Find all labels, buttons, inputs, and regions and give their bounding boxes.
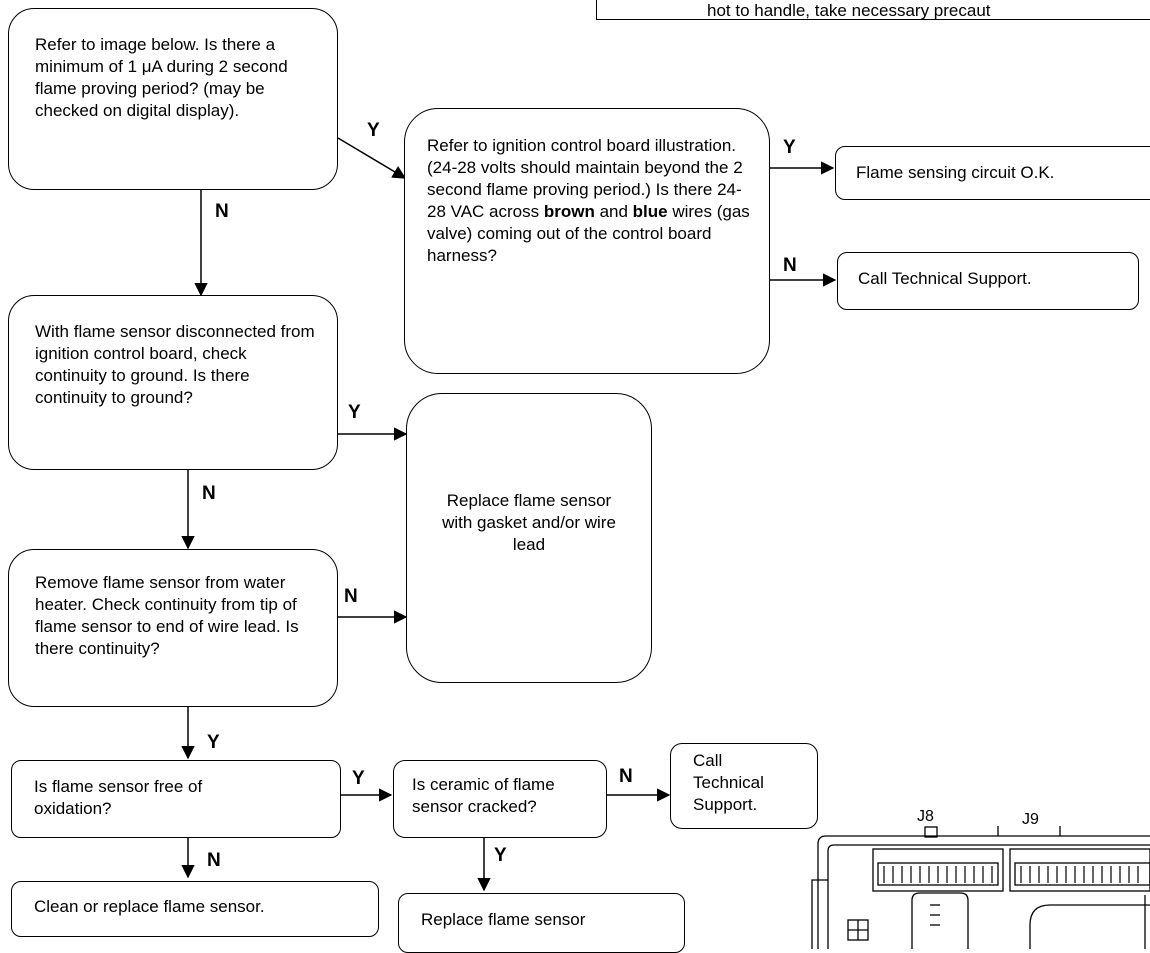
result-replace-sensor-gasket-text: Replace flame sensor with gasket and/or …	[442, 491, 616, 554]
decision-continuity-lead: Remove flame sensor from water heater. C…	[8, 549, 338, 707]
result-clean-replace: Clean or replace flame sensor.	[11, 881, 379, 937]
connector-j8-inner	[877, 862, 999, 886]
connector-j8	[872, 848, 1004, 892]
label-q5-no: N	[207, 850, 221, 871]
label-q6-no: N	[619, 766, 633, 787]
decision-continuity-ground: With flame sensor disconnected from igni…	[8, 295, 338, 470]
result-clean-replace-text: Clean or replace flame sensor.	[34, 897, 265, 916]
wire-color-brown: brown	[543, 202, 595, 221]
label-q6-yes: Y	[494, 845, 507, 866]
connector-label-j9: J9	[1022, 811, 1039, 828]
wire-color-blue: blue	[632, 202, 668, 221]
label-q3-no: N	[202, 483, 216, 504]
result-call-support-bottom: Call Technical Support.	[670, 743, 818, 829]
result-circuit-ok: Flame sensing circuit O.K.	[835, 146, 1150, 200]
result-call-support-top-text: Call Technical Support.	[858, 269, 1032, 288]
decision-oxidation-text: Is flame sensor free of oxidation?	[34, 777, 203, 818]
label-q4-yes: Y	[207, 732, 220, 753]
connector-j8-key	[924, 826, 938, 838]
board-left-tab	[811, 879, 828, 949]
connector-label-j8: J8	[917, 808, 934, 825]
arrow-q1-yes	[337, 137, 407, 179]
decision-gas-valve-voltage-text: Refer to ignition control board illustra…	[427, 136, 750, 265]
result-call-support-top: Call Technical Support.	[837, 252, 1139, 310]
label-q5-yes: Y	[352, 768, 365, 789]
result-replace-sensor-text: Replace flame sensor	[421, 910, 586, 929]
label-q1-yes: Y	[367, 120, 380, 141]
label-q2-no: N	[783, 255, 797, 276]
decision-continuity-lead-text: Remove flame sensor from water heater. C…	[35, 573, 299, 658]
connector-j9-inner	[1014, 862, 1150, 886]
decision-ceramic-cracked-text: Is ceramic of flame sensor cracked?	[412, 775, 555, 816]
connector-j9	[1009, 848, 1150, 892]
result-replace-sensor: Replace flame sensor	[398, 893, 685, 953]
board-slot	[911, 892, 969, 949]
board-outline	[817, 835, 1150, 949]
decision-gas-valve-voltage: Refer to ignition control board illustra…	[404, 108, 770, 374]
decision-ceramic-cracked: Is ceramic of flame sensor cracked?	[393, 760, 607, 838]
decision-continuity-ground-text: With flame sensor disconnected from igni…	[35, 322, 315, 407]
decision-oxidation: Is flame sensor free of oxidation?	[11, 760, 341, 838]
label-q3-yes: Y	[348, 402, 361, 423]
decision-minimum-current: Refer to image below. Is there a minimum…	[8, 8, 338, 190]
label-q2-yes: Y	[783, 137, 796, 158]
decision-minimum-current-text: Refer to image below. Is there a minimum…	[35, 35, 288, 120]
label-q4-no: N	[344, 586, 358, 607]
warning-note: hot to handle, take necessary precaut	[596, 0, 1150, 20]
board-inner-outline	[827, 844, 1150, 949]
warning-text: hot to handle, take necessary precaut	[707, 1, 991, 20]
result-call-support-bottom-text: Call Technical Support.	[693, 751, 764, 814]
result-replace-sensor-gasket: Replace flame sensor with gasket and/or …	[406, 393, 652, 683]
label-q1-no: N	[215, 201, 229, 222]
result-circuit-ok-text: Flame sensing circuit O.K.	[856, 163, 1055, 182]
board-cutout	[1029, 904, 1150, 949]
